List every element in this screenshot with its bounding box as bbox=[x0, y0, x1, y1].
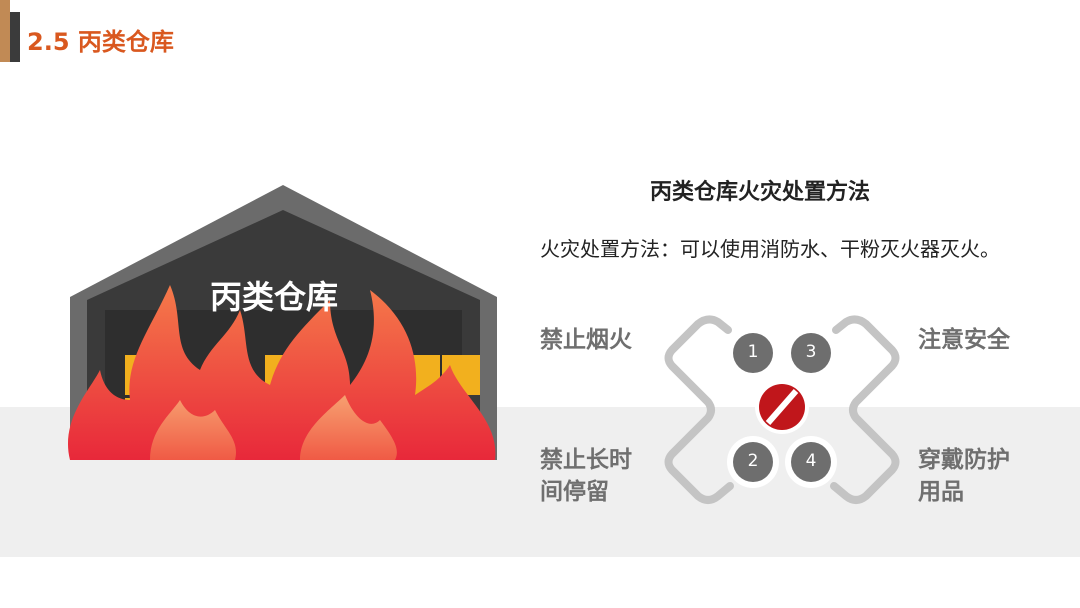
step-1-badge bbox=[733, 333, 773, 373]
item-1-label: 禁止烟火 bbox=[540, 327, 632, 353]
description-text: 火灾处置方法：可以使用消防水、干粉灭火器灭火。 bbox=[540, 237, 1000, 261]
step-1-number: 1 bbox=[747, 342, 759, 362]
item-2-label: 禁止长时间停留 bbox=[540, 447, 632, 505]
item-4-label: 穿戴防护用品 bbox=[918, 447, 1010, 505]
page-title: 2.5 丙类仓库 bbox=[27, 28, 174, 56]
step-4-badge bbox=[791, 442, 831, 482]
step-2-number: 2 bbox=[747, 451, 759, 471]
step-3-number: 3 bbox=[805, 342, 817, 362]
step-3-badge bbox=[791, 333, 831, 373]
step-4-number: 4 bbox=[805, 451, 817, 471]
step-2-badge bbox=[733, 442, 773, 482]
section-heading: 丙类仓库火灾处置方法 bbox=[649, 180, 870, 205]
warehouse-label: 丙类仓库 bbox=[210, 278, 339, 316]
title-accent-bar-dark bbox=[10, 12, 20, 62]
item-3-label: 注意安全 bbox=[918, 327, 1010, 353]
fire-icon bbox=[67, 285, 496, 460]
prohibition-icon bbox=[759, 384, 805, 430]
title-accent-bar bbox=[0, 0, 10, 62]
